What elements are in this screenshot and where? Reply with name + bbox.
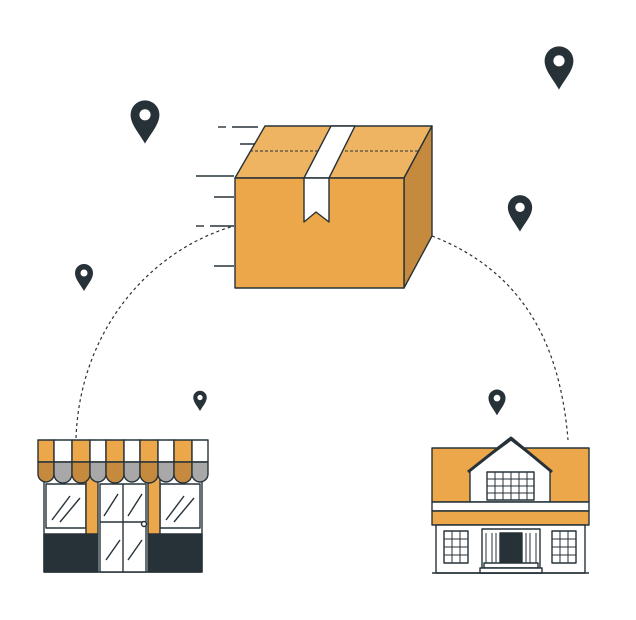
store-base-right — [147, 533, 203, 573]
package-box-icon — [234, 125, 433, 289]
storefront-icon — [37, 439, 209, 573]
location-pin-icon — [130, 100, 160, 144]
box-ribbon — [303, 177, 330, 223]
house-band — [431, 510, 590, 526]
motion-lines — [196, 126, 262, 267]
house-steps — [483, 562, 539, 569]
store-awning — [37, 439, 209, 484]
location-pin-icon — [544, 46, 574, 90]
location-pin-icon — [488, 389, 506, 416]
house-door — [499, 532, 523, 564]
house-icon — [431, 436, 590, 574]
house-eave — [431, 501, 590, 512]
route-to-house — [431, 235, 569, 441]
route-to-store — [75, 225, 235, 439]
location-pin-icon — [75, 264, 93, 291]
store-window-right — [159, 483, 201, 529]
location-pin-icon — [193, 390, 207, 411]
location-pin-icon — [507, 195, 533, 232]
delivery-routes — [75, 225, 569, 441]
store-window-left — [45, 483, 87, 529]
location-pins — [75, 46, 574, 416]
store-base-left — [43, 533, 99, 573]
